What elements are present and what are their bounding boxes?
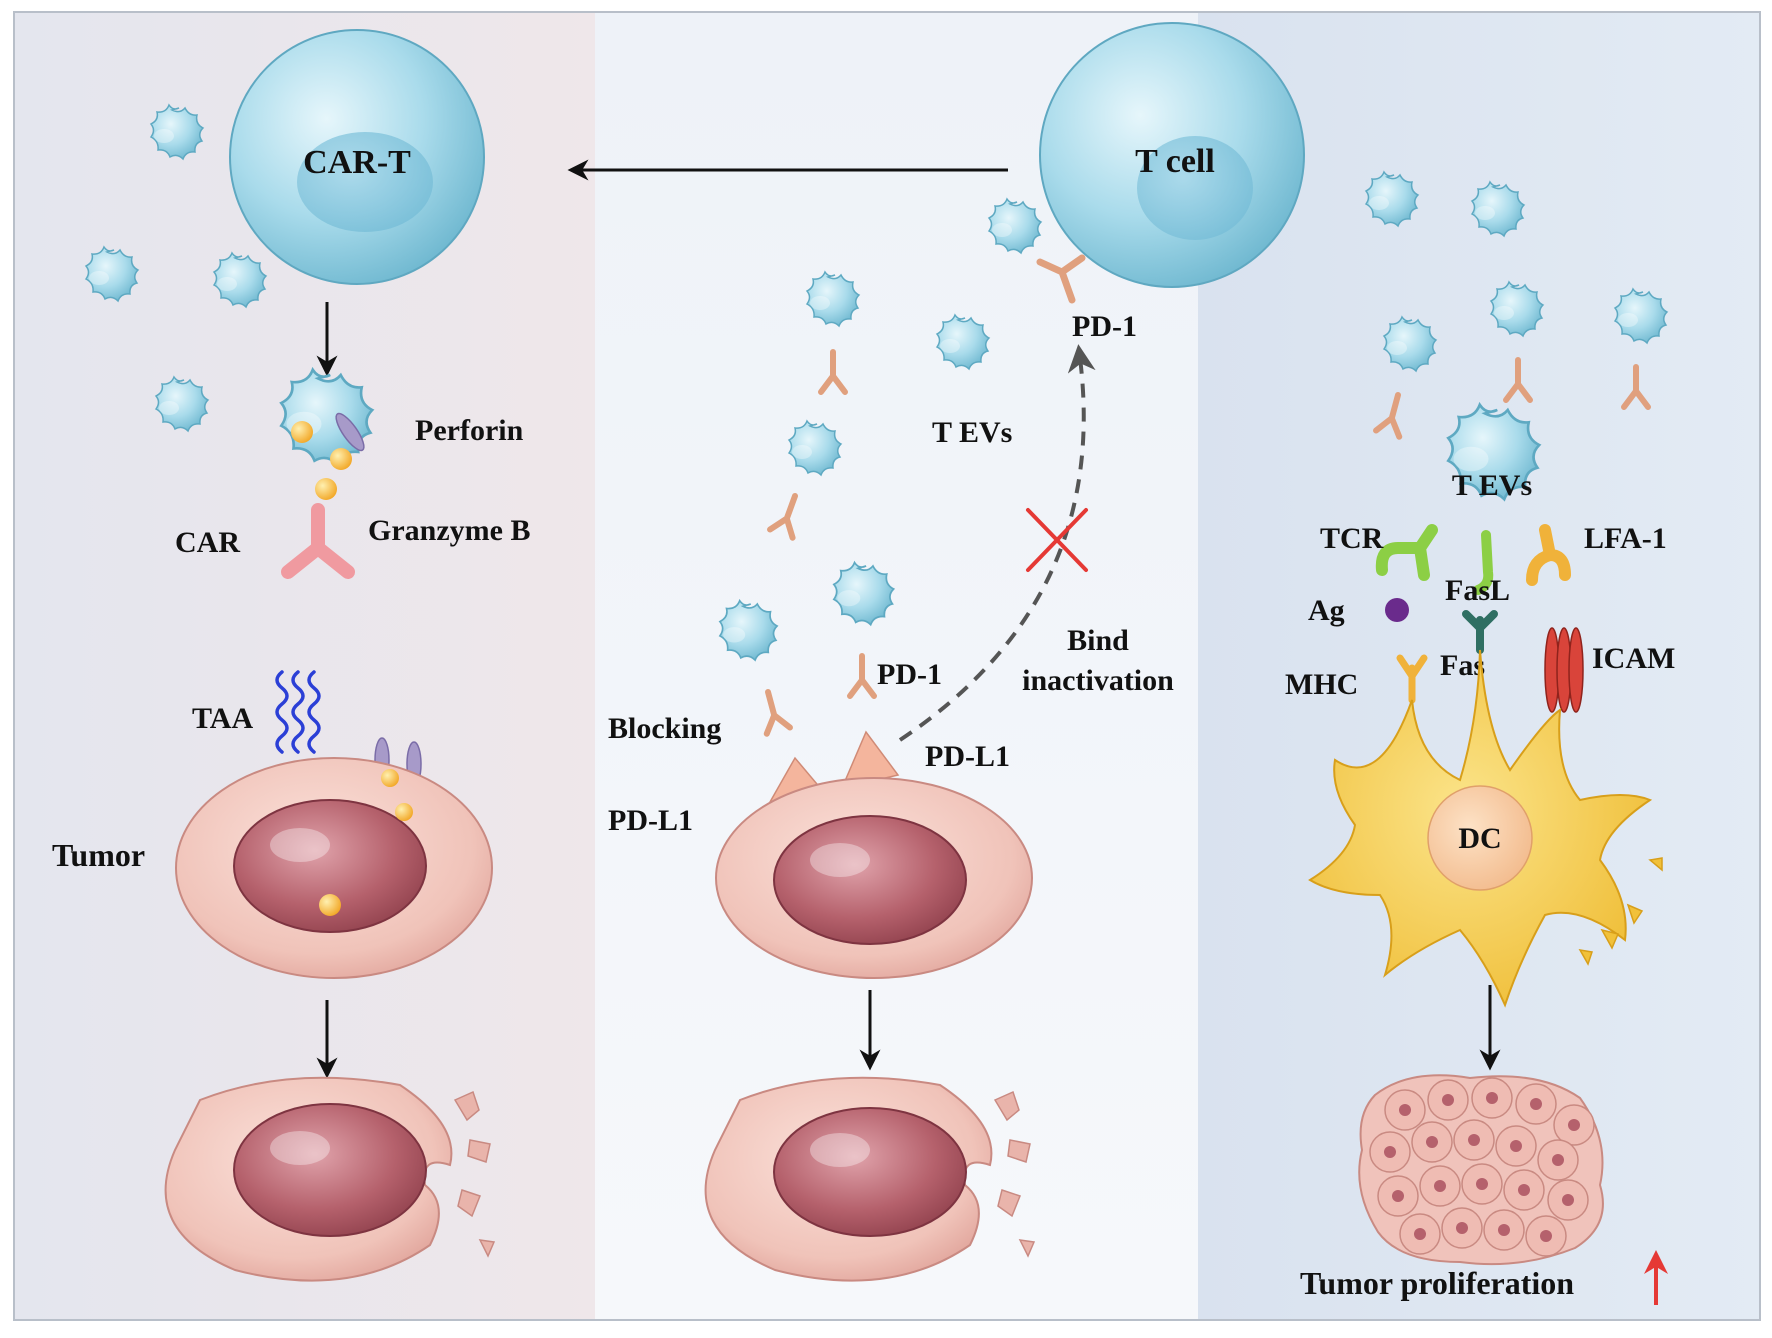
mhc-molecule bbox=[1396, 654, 1428, 704]
blocking-label: Blocking bbox=[608, 712, 721, 745]
pdl1-left-label: PD-L1 bbox=[608, 804, 693, 837]
perforin-label: Perforin bbox=[415, 414, 524, 447]
granzyme-granule bbox=[315, 478, 337, 500]
tumor-cluster bbox=[1358, 1074, 1604, 1266]
perforin-shape bbox=[335, 412, 365, 452]
granzyme-b-label: Granzyme B bbox=[368, 514, 530, 547]
mhc-label: MHC bbox=[1285, 668, 1358, 701]
dendritic-cell: DC bbox=[1308, 649, 1663, 1008]
bind-label: Bind bbox=[1067, 624, 1129, 657]
tcr-label: TCR bbox=[1320, 522, 1384, 555]
tumor-cell bbox=[175, 757, 493, 979]
fas-receptor bbox=[1462, 610, 1498, 654]
car-t-label: CAR-T bbox=[303, 144, 411, 181]
granzyme-granule bbox=[319, 894, 341, 916]
pd1-ev-label: PD-1 bbox=[877, 658, 942, 691]
t-cell: T cell bbox=[1036, 22, 1305, 304]
taa-label: TAA bbox=[192, 702, 253, 735]
tumor-label: Tumor bbox=[52, 837, 145, 873]
lfa1-receptor bbox=[1526, 524, 1571, 586]
tumor-proliferation-label: Tumor proliferation bbox=[1300, 1265, 1574, 1301]
t-evs-mid-label: T EVs bbox=[932, 416, 1012, 449]
car-t-cell: CAR-T bbox=[229, 29, 485, 285]
lfa1-label: LFA-1 bbox=[1584, 522, 1667, 555]
dc-label: DC bbox=[1458, 822, 1501, 855]
fas-label: Fas bbox=[1440, 649, 1485, 682]
lysed-tumor-cell bbox=[164, 1076, 496, 1282]
granzyme-granule bbox=[381, 769, 399, 787]
taa-antigens bbox=[275, 670, 321, 754]
blocked-x-icon bbox=[1026, 508, 1088, 572]
tcr-receptor bbox=[1375, 524, 1438, 581]
icam-label: ICAM bbox=[1592, 642, 1675, 675]
car-label: CAR bbox=[175, 526, 240, 559]
granzyme-granule bbox=[330, 448, 352, 470]
ag-label: Ag bbox=[1308, 594, 1345, 627]
fasl-ligand bbox=[1473, 530, 1494, 595]
inactivation-label: inactivation bbox=[1022, 664, 1174, 697]
t-ev-presenting: T EVs bbox=[1446, 403, 1541, 502]
t-cell-label: T cell bbox=[1135, 143, 1215, 180]
antigen-dot bbox=[1385, 598, 1409, 622]
pd1-receptor bbox=[1036, 254, 1086, 304]
pdl1-right-label: PD-L1 bbox=[925, 740, 1010, 773]
pd1-tcell-label: PD-1 bbox=[1072, 310, 1137, 343]
dashed-binding-arrow bbox=[898, 344, 1096, 742]
car-t-ev bbox=[279, 368, 374, 579]
diagram-border bbox=[13, 11, 1761, 1321]
tumor-cell bbox=[715, 777, 1033, 979]
icam-molecule bbox=[1544, 627, 1584, 713]
car-receptor bbox=[281, 503, 355, 579]
lysed-tumor-cell bbox=[704, 1076, 1036, 1282]
granzyme-granule bbox=[291, 421, 313, 443]
t-evs-right-label: T EVs bbox=[1452, 469, 1532, 502]
fasl-label: FasL bbox=[1445, 574, 1510, 607]
granzyme-granule bbox=[395, 803, 413, 821]
